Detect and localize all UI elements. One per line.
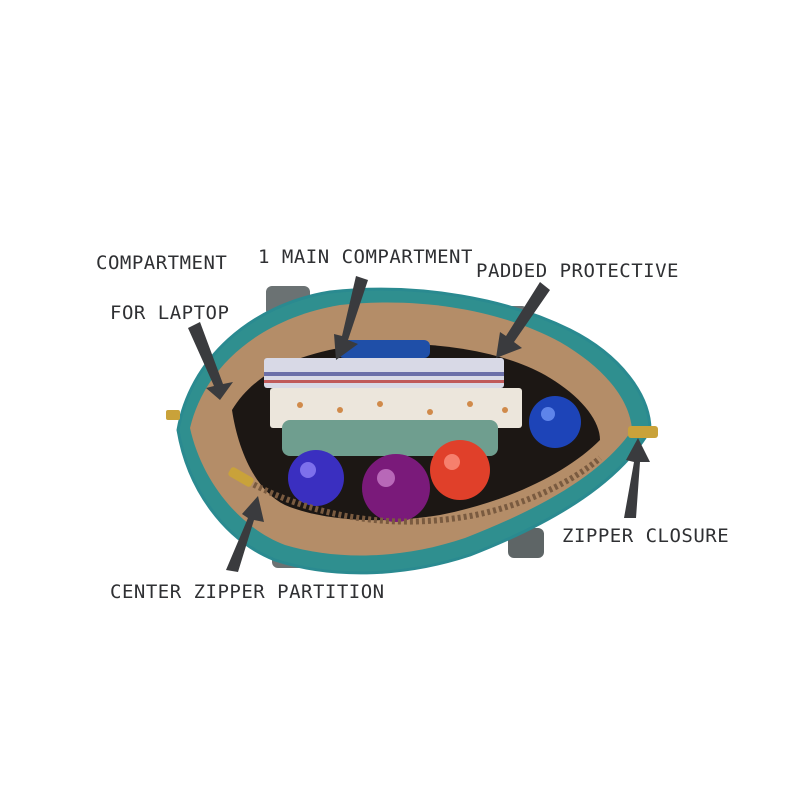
laptop-label-line2: FOR LAPTOP bbox=[110, 302, 230, 324]
center-zipper-label: CENTER ZIPPER PARTITION bbox=[110, 581, 385, 603]
padded-protective-label: PADDED PROTECTIVE bbox=[476, 260, 679, 282]
patterned-book bbox=[270, 388, 522, 428]
zipper-partition bbox=[236, 455, 602, 525]
phone bbox=[338, 340, 430, 358]
spiral-notebook bbox=[264, 358, 504, 388]
laptop-label-line1: COMPARTMENT bbox=[96, 252, 228, 274]
zipper-pull-icon bbox=[166, 410, 658, 487]
zipper-closure-label: ZIPPER CLOSURE bbox=[562, 525, 730, 547]
main-compartment-label: 1 MAIN COMPARTMENT bbox=[258, 246, 473, 268]
ornaments bbox=[288, 396, 581, 522]
arrow-icon bbox=[188, 276, 650, 572]
